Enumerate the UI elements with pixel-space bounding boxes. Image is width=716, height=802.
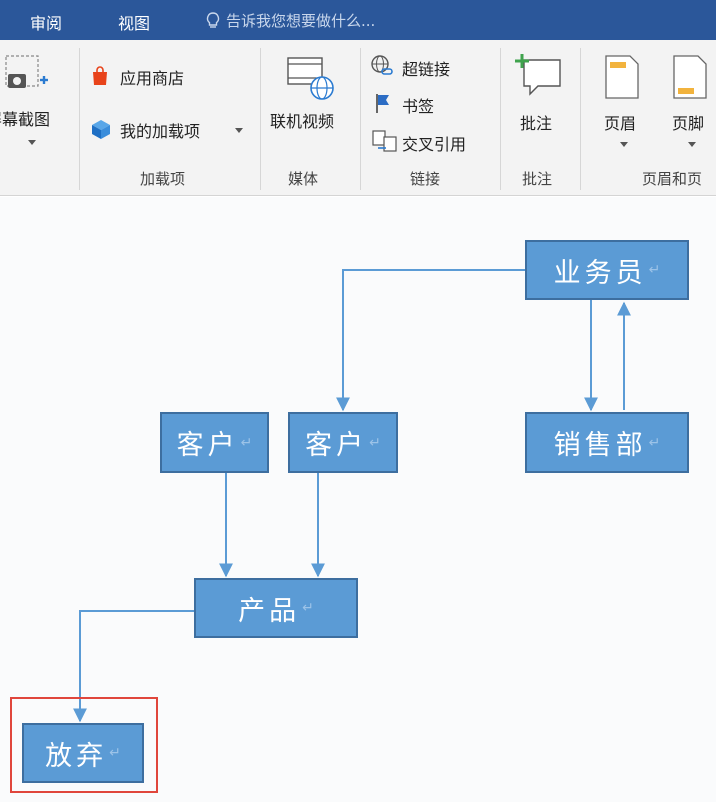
cross-reference-button[interactable]: 交叉引用	[370, 128, 490, 154]
online-video-label: 联机视频	[270, 112, 335, 131]
box-product[interactable]: 产品↵	[194, 578, 358, 638]
paragraph-mark: ↵	[302, 600, 314, 616]
arrow-salesman-to-customer2	[336, 269, 525, 412]
ribbon: 屏幕截图 应用商店 我的加载项 加载项 联机视频 媒体	[0, 40, 716, 196]
screenshot-button[interactable]: 屏幕截图	[0, 40, 76, 160]
box-salesman-label: 业务员	[553, 257, 647, 289]
group-label-comments: 批注	[522, 170, 553, 188]
screenshot-icon	[5, 55, 48, 88]
tell-me-box[interactable]: 告诉我您想要做什么...	[206, 10, 375, 31]
box-product-label: 产品	[238, 595, 301, 627]
header-icon	[605, 55, 639, 99]
box-salesman[interactable]: 业务员↵	[525, 240, 689, 300]
tab-view[interactable]: 视图	[118, 14, 151, 33]
footer-label: 页脚	[672, 114, 705, 133]
tell-me-text: 告诉我您想要做什么...	[226, 12, 376, 30]
group-separator	[580, 48, 581, 190]
screenshot-label: 屏幕截图	[0, 110, 51, 129]
cross-reference-icon	[372, 130, 397, 152]
box-sales-dept[interactable]: 销售部↵	[525, 412, 689, 473]
bookmark-label: 书签	[402, 97, 435, 116]
chevron-down-icon	[620, 142, 628, 147]
group-label-addins: 加载项	[140, 170, 186, 188]
group-label-header-footer: 页眉和页	[642, 170, 703, 188]
bookmark-flag-icon	[376, 94, 389, 113]
hyperlink-label: 超链接	[402, 60, 451, 79]
hyperlink-icon	[371, 55, 393, 75]
store-icon	[93, 66, 107, 85]
online-video-icon	[287, 57, 334, 100]
my-addins-label: 我的加载项	[120, 122, 201, 141]
box-customer-1-label: 客户	[176, 430, 239, 461]
group-separator	[260, 48, 261, 190]
highlight-rectangle	[10, 697, 158, 793]
header-label: 页眉	[604, 114, 637, 133]
chevron-down-icon	[235, 128, 243, 133]
paragraph-mark: ↵	[648, 434, 661, 451]
paragraph-mark: ↵	[369, 434, 381, 451]
box-abandon[interactable]: 放弃↵	[22, 723, 144, 783]
box-abandon-label: 放弃	[45, 740, 108, 772]
addins-icon	[92, 120, 110, 139]
group-separator	[79, 48, 80, 190]
box-customer-1[interactable]: 客户↵	[160, 412, 269, 473]
group-label-links: 链接	[410, 170, 441, 188]
paragraph-mark: ↵	[109, 745, 121, 761]
comment-icon	[515, 54, 561, 96]
bookmark-button[interactable]: 书签	[370, 90, 480, 116]
cross-reference-label: 交叉引用	[402, 135, 467, 154]
ribbon-tab-bar: 审阅 视图 告诉我您想要做什么...	[0, 0, 716, 40]
group-separator	[500, 48, 501, 190]
box-customer-2[interactable]: 客户↵	[288, 412, 398, 473]
comment-label: 批注	[520, 114, 553, 133]
hyperlink-button[interactable]: 超链接	[370, 54, 480, 80]
footer-button[interactable]: 页脚	[664, 48, 716, 158]
box-customer-2-label: 客户	[305, 430, 368, 461]
lightbulb-icon	[206, 11, 220, 28]
footer-icon	[673, 55, 707, 99]
group-separator	[360, 48, 361, 190]
chevron-down-icon	[28, 140, 36, 145]
paragraph-mark: ↵	[240, 434, 253, 451]
my-addins-button[interactable]: 我的加载项	[90, 116, 250, 142]
comment-button[interactable]: 批注	[508, 48, 572, 148]
online-video-button[interactable]: 联机视频	[266, 50, 354, 150]
store-label: 应用商店	[120, 69, 185, 88]
header-button[interactable]: 页眉	[596, 48, 650, 158]
arrow-product-to-abandon	[73, 610, 195, 723]
store-button[interactable]: 应用商店	[90, 64, 210, 90]
chevron-down-icon	[688, 142, 696, 147]
paragraph-mark: ↵	[648, 262, 661, 278]
tab-review[interactable]: 审阅	[30, 14, 63, 33]
box-sales-dept-label: 销售部	[553, 430, 647, 461]
group-label-media: 媒体	[288, 170, 319, 188]
